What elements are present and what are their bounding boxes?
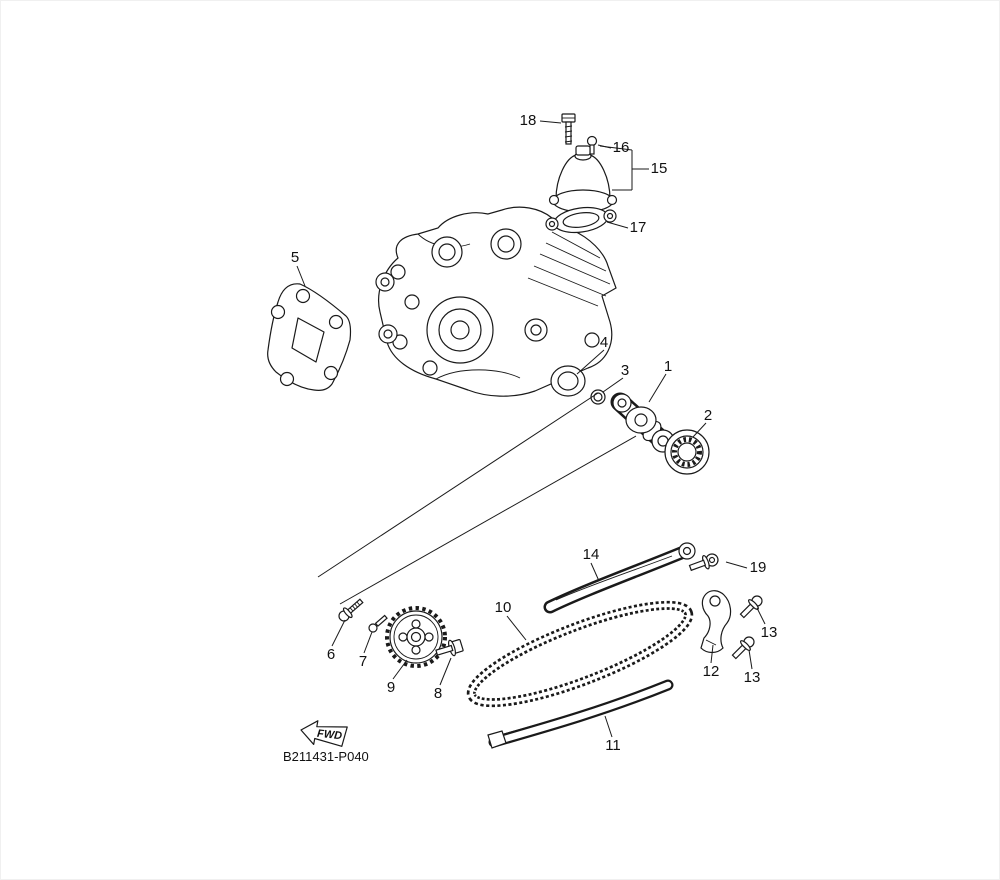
bracket-12 (700, 590, 732, 654)
tensioner-cap-15 (548, 145, 618, 213)
pivot-bolt-19 (688, 553, 719, 572)
leader-lines (296, 120, 766, 738)
part-label-17-17: 17 (630, 219, 647, 236)
part-label-5-4: 5 (291, 249, 299, 266)
diagram-code: B211431-P040 (283, 749, 369, 764)
gasket-17 (545, 206, 617, 234)
part-label-6-5: 6 (327, 646, 335, 663)
oil-seal-4 (550, 365, 586, 397)
bolt-13-upper (739, 595, 763, 619)
bolt-7 (368, 614, 388, 633)
fwd-label: FWD (316, 728, 342, 743)
fwd-indicator: FWD (300, 720, 348, 747)
cam-sprocket-9 (385, 606, 447, 668)
bolt-18 (561, 113, 576, 145)
part-label-8-7: 8 (434, 685, 442, 702)
part-label-16-16: 16 (613, 139, 630, 156)
bolt-13-lower (731, 636, 755, 660)
part-label-19-19: 19 (750, 559, 767, 576)
part-label-1-0: 1 (664, 358, 672, 375)
part-label-9-8: 9 (387, 679, 395, 696)
bolt-6 (338, 598, 364, 622)
tensioner-assembly (545, 113, 618, 234)
o-ring-3 (590, 389, 606, 405)
chain-guide-11 (487, 679, 674, 749)
part-label-18-18: 18 (520, 112, 537, 129)
head-gasket-plate-5 (267, 283, 352, 391)
valve-16 (586, 135, 598, 155)
part-label-7-6: 7 (359, 653, 367, 670)
part-label-12-11: 12 (703, 663, 720, 680)
timing-chain-10 (466, 600, 694, 708)
part-label-4-3: 4 (600, 334, 608, 351)
part-label-3-2: 3 (621, 362, 629, 379)
part-label-14-14: 14 (583, 546, 600, 563)
sprocket-bolt-8 (435, 638, 464, 657)
engine-cylinder-head (375, 206, 617, 397)
part-label-13-12: 13 (761, 624, 778, 641)
assembly-axis-lines (317, 392, 637, 605)
part-label-13-13: 13 (744, 669, 761, 686)
chain-guide-14 (543, 542, 696, 614)
part-label-10-9: 10 (495, 599, 512, 616)
part-label-2-1: 2 (704, 407, 712, 424)
part-label-15-15: 15 (651, 160, 668, 177)
part-label-11-10: 11 (605, 737, 621, 754)
bearing-2 (664, 429, 710, 475)
